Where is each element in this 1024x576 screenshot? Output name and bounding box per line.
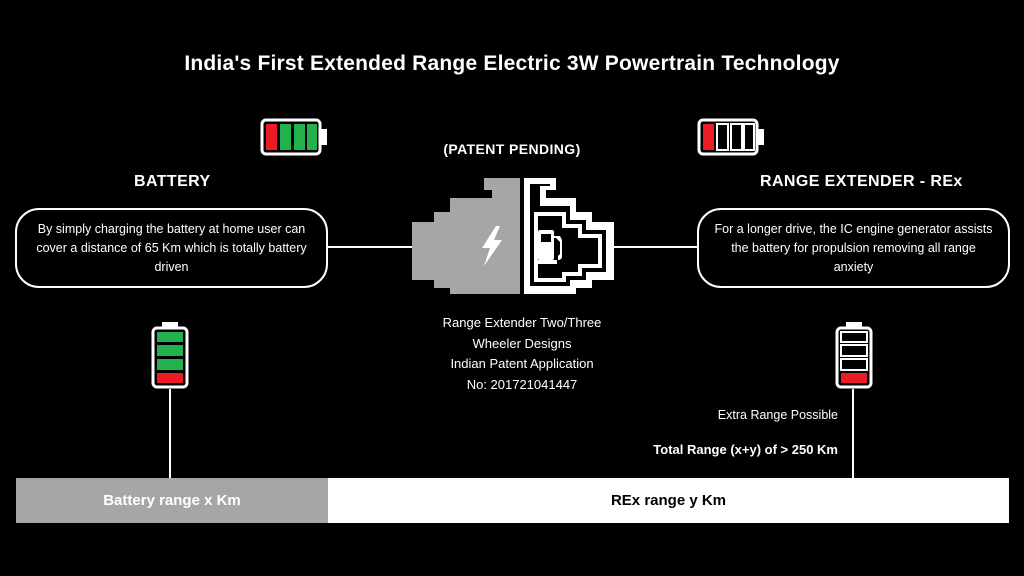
rex-heading: RANGE EXTENDER - REx (760, 173, 963, 190)
total-range-label: Total Range (x+y) of > 250 Km (653, 442, 838, 457)
patent-info-line-4: No: 201721041447 (466, 376, 578, 392)
battery-range-label: Battery range x Km (103, 492, 241, 509)
battery-range-bar: Battery range x Km (16, 478, 328, 523)
patent-info-line-3: Indian Patent Application (450, 356, 594, 371)
rex-description: For a longer drive, the IC engine genera… (714, 221, 993, 274)
battery-range-connector (169, 389, 171, 478)
page-title: India's First Extended Range Electric 3W… (184, 52, 840, 75)
battery-description: By simply charging the battery at home u… (36, 221, 307, 274)
battery-vertical-full-icon (151, 322, 189, 389)
rex-range-connector (852, 389, 854, 478)
rex-range-bar: REx range y Km (328, 478, 1009, 523)
patent-pending-label: (PATENT PENDING) (443, 141, 581, 157)
battery-heading: BATTERY (134, 173, 211, 190)
extra-range-label: Extra Range Possible (717, 408, 838, 422)
battery-connector-line (326, 246, 414, 248)
battery-vertical-low-icon (835, 322, 873, 389)
battery-description-bubble: By simply charging the battery at home u… (15, 208, 328, 288)
rex-description-bubble: For a longer drive, the IC engine genera… (697, 208, 1010, 288)
rex-connector-line (610, 246, 699, 248)
patent-info-line-1: Range Extender Two/Three (442, 315, 602, 330)
battery-full-icon (260, 118, 327, 156)
powertrain-engine-icon (412, 178, 614, 294)
patent-info: Range Extender Two/Three Wheeler Designs… (412, 313, 632, 395)
rex-range-label: REx range y Km (610, 492, 727, 509)
patent-info-line-2: Wheeler Designs (472, 335, 572, 351)
battery-low-icon (697, 118, 764, 156)
